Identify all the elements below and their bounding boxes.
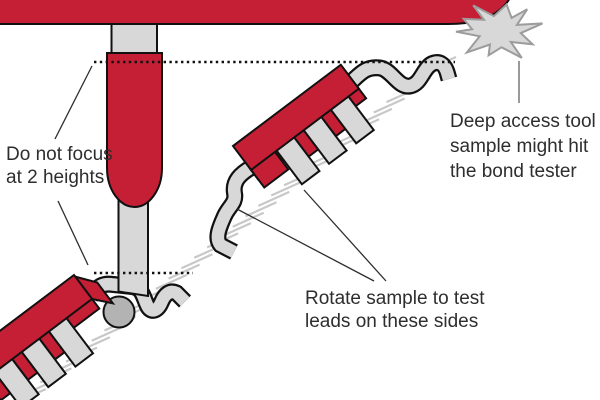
stage-hatch-mark <box>373 97 406 114</box>
focus-note-line1: Do not focus <box>6 144 113 165</box>
stage-hatch-mark <box>155 273 188 290</box>
probe-shaft <box>117 195 149 298</box>
stage-hatch-mark <box>232 211 265 228</box>
tool-shank <box>110 21 158 54</box>
collision-note: Deep access tool sample might hit the bo… <box>450 109 596 184</box>
stage-hatch-mark <box>245 201 277 218</box>
left-sample-chip <box>0 273 116 400</box>
focus-note-pointer-lower <box>57 200 89 266</box>
left-sample-gullwing-lead <box>82 275 192 319</box>
middle-sample-chip <box>231 63 376 189</box>
middle-sample-gullwing-leads <box>209 54 458 260</box>
collision-starburst-icon <box>455 2 543 59</box>
deep-access-tool-body <box>106 52 163 209</box>
collision-note-line3: the bond tester <box>450 161 577 182</box>
collision-note-line2: sample might hit <box>450 136 589 157</box>
collision-note-line1: Deep access tool <box>450 111 596 132</box>
rotate-note-line1: Rotate sample to test <box>305 288 485 309</box>
pivot-ball <box>102 295 136 329</box>
focus-note-pointer-upper <box>54 65 93 140</box>
focus-note-line2: at 2 heights <box>6 167 105 188</box>
stage-hatch-mark <box>270 180 303 197</box>
middle-chip-body <box>231 63 361 172</box>
rotate-note-pointer-left <box>236 208 375 282</box>
stage-hatch-mark <box>180 253 213 270</box>
rotate-note-pointer-right <box>303 189 387 282</box>
left-chip-body <box>0 273 94 400</box>
stage-hatch-mark <box>168 263 201 280</box>
bond-tester-head <box>0 0 510 25</box>
stage-hatch-mark <box>91 325 124 342</box>
stage-hatch-mark <box>257 190 290 207</box>
rotate-note: Rotate sample to test leads on these sid… <box>305 287 485 333</box>
focus-note: Do not focus at 2 heights <box>6 143 113 189</box>
rotate-note-line2: leads on these sides <box>305 311 479 332</box>
